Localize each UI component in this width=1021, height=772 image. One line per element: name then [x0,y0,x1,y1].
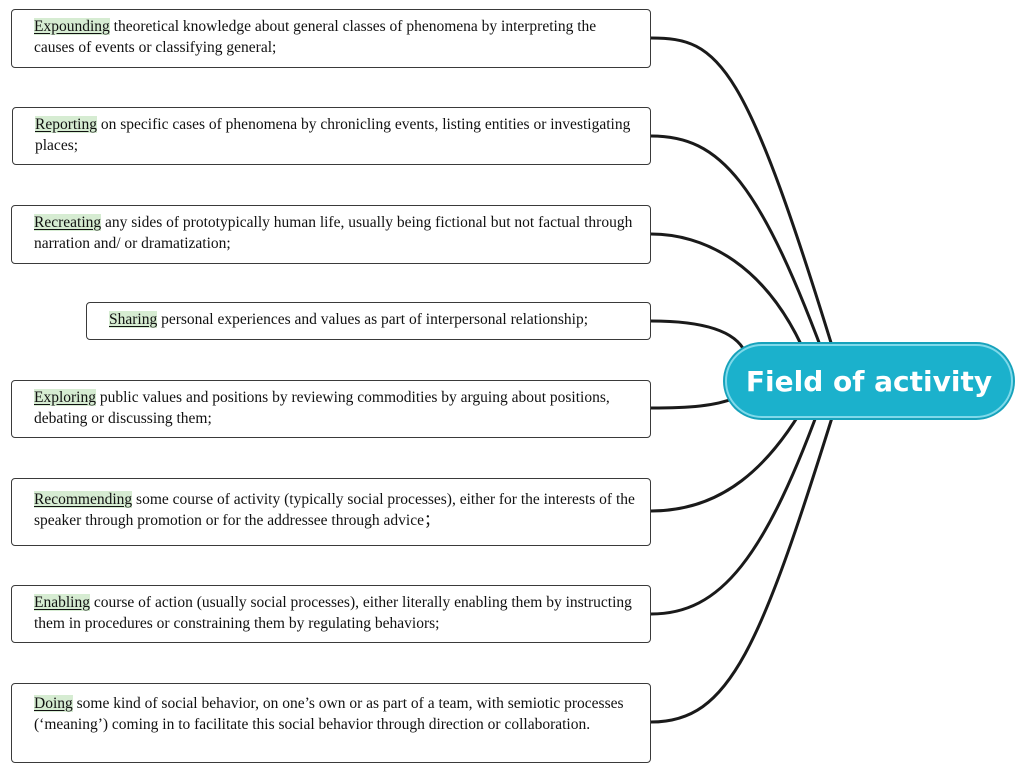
activity-box-doing: Doing some kind of social behavior, on o… [11,683,651,763]
connector-1 [650,36,842,373]
connector-8 [650,391,842,724]
description-sharing: personal experiences and values as part … [157,311,589,328]
activity-box-expounding: Expounding theoretical knowledge about g… [11,9,651,68]
description-doing: some kind of social behavior, on one’s o… [34,695,624,733]
connector-3 [650,232,814,371]
connector-6 [650,391,814,513]
keyword-expounding: Expounding [34,18,110,35]
activity-box-recreating: Recreating any sides of prototypically h… [11,205,651,264]
description-reporting: on specific cases of phenomena by chroni… [35,116,631,154]
activity-box-exploring: Exploring public values and positions by… [11,380,651,438]
central-node-label: Field of activity [745,364,993,398]
keyword-doing: Doing [34,695,73,712]
description-exploring: public values and positions by reviewing… [34,389,610,427]
central-node: Field of activity [725,344,1013,418]
connector-7 [650,391,827,616]
activity-box-sharing: Sharing personal experiences and values … [86,302,651,340]
keyword-reporting: Reporting [35,116,97,133]
keyword-recreating: Recreating [34,214,102,231]
description-recreating: any sides of prototypically human life, … [34,214,633,252]
connector-5 [650,396,736,410]
connector-2 [650,134,832,373]
keyword-exploring: Exploring [34,389,96,406]
description-enabling: course of action (usually social process… [34,594,632,632]
keyword-sharing: Sharing [109,311,158,328]
keyword-enabling: Enabling [34,594,90,611]
connector-4 [650,319,747,353]
keyword-recommending: Recommending [34,491,133,508]
activity-box-reporting: Reporting on specific cases of phenomena… [12,107,651,165]
description-recommending: some course of activity (typically socia… [34,491,635,529]
activity-box-recommending: Recommending some course of activity (ty… [11,478,651,546]
activity-box-enabling: Enabling course of action (usually socia… [11,585,651,643]
description-expounding: theoretical knowledge about general clas… [34,18,597,56]
